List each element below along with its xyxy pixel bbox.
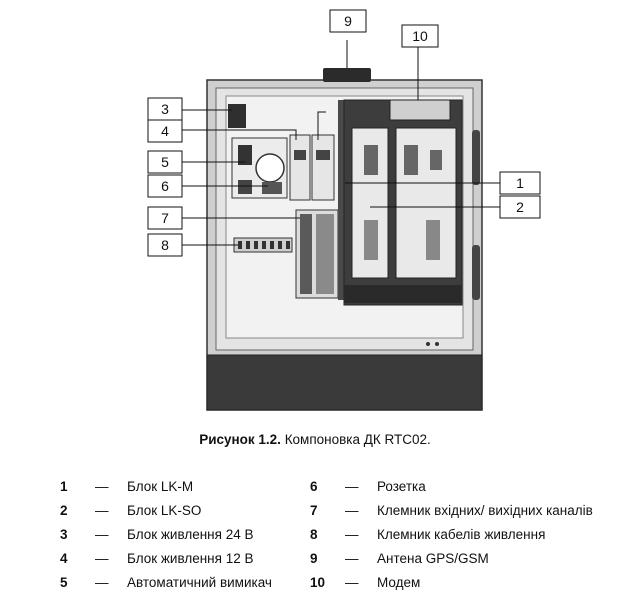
legend-number: 3 — [60, 527, 68, 542]
bracket — [228, 104, 246, 128]
callout-label-4: 4 — [161, 123, 169, 139]
legend-label: Антена GPS/GSM — [377, 551, 489, 566]
legend-dash: — — [95, 527, 109, 542]
io-terminal-strip — [300, 214, 312, 294]
legend-number: 8 — [310, 527, 318, 542]
callout-label-8: 8 — [161, 237, 169, 253]
callout-label-5: 5 — [161, 154, 169, 170]
cabinet-base — [206, 354, 483, 411]
psu-terminal — [294, 150, 306, 160]
legend-label: Блок живлення 12 В — [127, 551, 254, 566]
callout-leaders — [182, 46, 500, 246]
legend-label: Автоматичний вимикач — [127, 575, 272, 590]
callout-label-6: 6 — [161, 178, 169, 194]
power-supply-24v — [311, 134, 335, 201]
callout-box-7 — [147, 206, 183, 230]
legend-label: Блок живлення 24 В — [127, 527, 254, 542]
indicator-dot — [426, 342, 430, 346]
callout-box-10 — [401, 24, 439, 48]
figure-caption: Рисунок 1.2. Компоновка ДК RTC02. — [0, 432, 630, 447]
callout-label-3: 3 — [161, 101, 169, 117]
callout-box-9 — [329, 9, 367, 33]
legend-dash: — — [95, 479, 109, 494]
antenna-gps-gsm — [323, 68, 371, 82]
lk-connector — [430, 150, 442, 170]
legend-dash: — — [345, 527, 359, 542]
lk-connector — [364, 220, 378, 260]
outlet-base — [262, 182, 282, 194]
legend-label: Блок LK-SO — [127, 503, 202, 518]
legend-dash: — — [95, 575, 109, 590]
cabinet-layout-diagram: 9 10 3 4 5 6 7 8 1 2 — [147, 9, 541, 411]
callout-box-6 — [147, 174, 183, 198]
callout-box-5 — [147, 150, 183, 174]
hinge-top — [472, 130, 480, 185]
caption-number: Рисунок 1.2. — [199, 432, 281, 447]
legend-number: 6 — [310, 479, 318, 494]
callout-label-2: 2 — [516, 199, 524, 215]
power-supply-12v — [289, 134, 311, 201]
legend-dash: — — [95, 503, 109, 518]
rack-rail — [344, 285, 462, 303]
callout-box-1 — [499, 171, 541, 195]
caption-text: Компоновка ДК RTC02. — [280, 432, 431, 447]
callout-box-4 — [147, 119, 183, 143]
terminal-screws — [238, 241, 290, 249]
legend-label: Блок LK-M — [127, 479, 194, 494]
lk-connector — [364, 145, 378, 175]
outlet-socket — [255, 153, 285, 183]
legend-number: 1 — [60, 479, 68, 494]
legend-dash: — — [345, 575, 359, 590]
legend-number: 9 — [310, 551, 318, 566]
legend-dash: — — [345, 479, 359, 494]
legend-number: 7 — [310, 503, 318, 518]
callout-label-10: 10 — [412, 28, 428, 44]
legend-number: 2 — [60, 503, 68, 518]
legend-number: 5 — [60, 575, 68, 590]
legend-label: Розетка — [377, 479, 426, 494]
callout-box-2 — [499, 195, 541, 219]
legend-label: Клемник вхідних/ вихідних каналів — [377, 503, 593, 518]
callout-label-7: 7 — [161, 210, 169, 226]
modem — [389, 99, 451, 121]
legend-dash: — — [345, 503, 359, 518]
io-terminal-strip — [316, 214, 334, 294]
indicator-dot — [435, 342, 439, 346]
lk-connector — [404, 145, 418, 175]
lk-connector — [426, 220, 440, 260]
callout-label-9: 9 — [344, 13, 352, 29]
legend-label: Клемник кабелів живлення — [377, 527, 546, 542]
breaker-base — [238, 180, 252, 194]
legend-number: 4 — [60, 551, 68, 566]
callout-label-1: 1 — [516, 175, 524, 191]
psu-terminal — [316, 150, 330, 160]
breaker-switch — [238, 145, 252, 165]
callout-box-8 — [147, 233, 183, 257]
legend-number: 10 — [310, 575, 326, 590]
legend-dash: — — [345, 551, 359, 566]
legend-label: Модем — [377, 575, 421, 590]
hinge-bottom — [472, 245, 480, 300]
legend-dash: — — [95, 551, 109, 566]
